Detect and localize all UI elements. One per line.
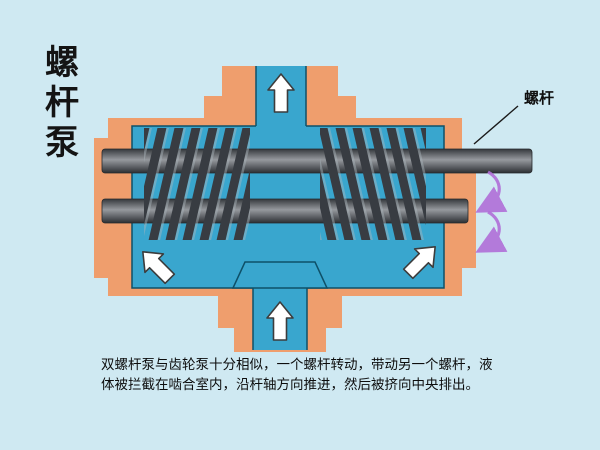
- caption: 双螺杆泵与齿轮泵十分相似，一个螺杆转动，带动另一个螺杆，液 体被拦截在啮合室内，…: [101, 355, 521, 394]
- screw-threads-right: [320, 128, 426, 240]
- caption-line-1: 双螺杆泵与齿轮泵十分相似，一个螺杆转动，带动另一个螺杆，液: [101, 357, 493, 372]
- screw-threads-left: [144, 128, 250, 240]
- screw-part-label: 螺杆: [524, 91, 555, 107]
- rotation-arrow-lower-icon: [475, 210, 508, 253]
- label-pointer-line: [473, 105, 519, 145]
- caption-line-2: 体被拦截在啮合室内，沿杆轴方向推进，然后被挤向中央排出。: [101, 376, 479, 392]
- rotation-arrow-upper-icon: [475, 170, 508, 213]
- page-title: 螺杆泵: [45, 45, 79, 163]
- discharge-step: [231, 261, 329, 289]
